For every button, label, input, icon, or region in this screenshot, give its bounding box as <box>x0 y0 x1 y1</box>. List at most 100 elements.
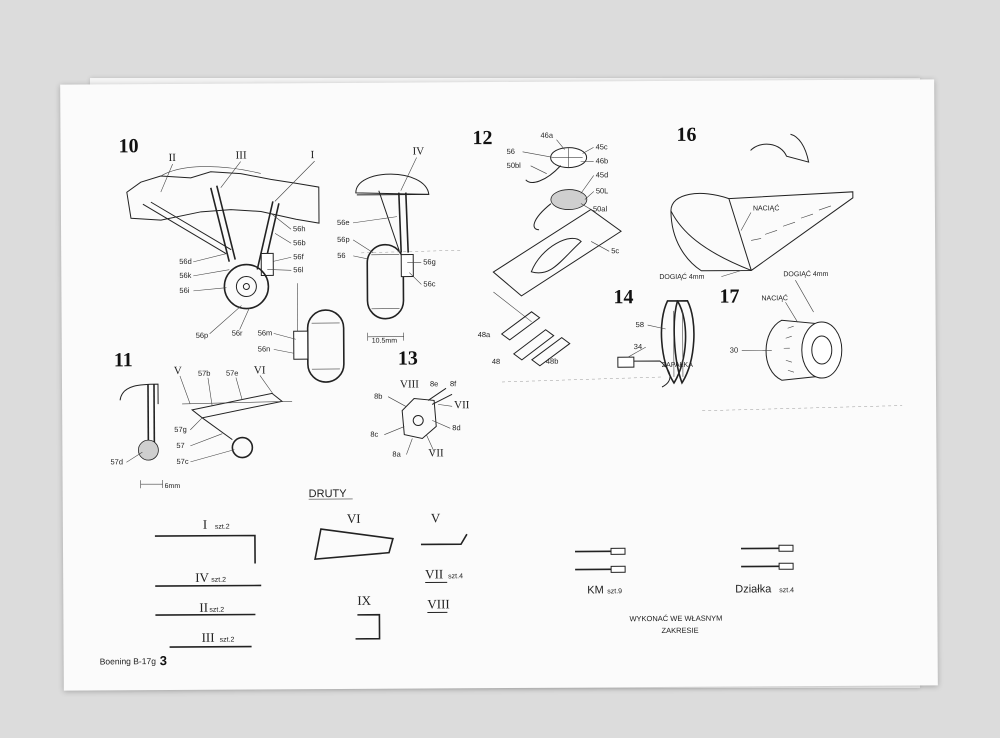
figure-16-number: 16 <box>676 124 696 146</box>
nacelle-top <box>160 166 261 177</box>
wire-III <box>169 645 252 648</box>
note-line-1: WYKONAĆ WE WŁASNYM <box>629 614 722 624</box>
label-I: I <box>311 149 315 161</box>
plate-edge <box>493 291 532 323</box>
label-6mm: 6mm <box>165 483 181 490</box>
figure-13-gear: IV 56e 56p 56 56g 56c 10.5mm <box>337 145 436 344</box>
label-II: II <box>169 152 177 164</box>
label-VIII-13: VIII <box>400 378 419 390</box>
label-48: 48 <box>492 357 500 366</box>
floor-plate <box>492 208 622 297</box>
label-34: 34 <box>634 342 642 351</box>
figure-17: 17 DOGIĄĆ 4mm NACIĄĆ 30 <box>719 269 843 381</box>
separate-wheel-tread <box>311 322 340 370</box>
label-8b: 8b <box>374 392 382 401</box>
label-5c: 5c <box>611 246 619 255</box>
dzialka-label: Działka <box>735 583 772 595</box>
dzialka-gun-2-body <box>778 562 794 570</box>
dzialka-gun-1-body <box>778 544 794 552</box>
figure-16: 16 NACIĄĆ DOGIĄĆ 4mm <box>659 124 854 281</box>
figure-11: 11 V 57b 57e VI 57g 57 57c 57d 6mm <box>110 349 293 490</box>
figure-13: 13 VIII 8e 8f 8b VII 8c 8d 8a VII <box>370 347 470 459</box>
label-50L: 50L <box>596 186 609 195</box>
label-57b: 57b <box>198 369 211 378</box>
nose-nacelle <box>355 173 430 195</box>
label-V-11: V <box>174 365 182 377</box>
fig11-leaders <box>126 375 275 463</box>
label-30: 30 <box>730 346 738 355</box>
wire-IV <box>155 584 262 587</box>
main-strut-left <box>210 187 231 262</box>
part-48 <box>512 329 555 361</box>
cowl-body <box>765 319 823 381</box>
floor-cutout <box>530 237 582 274</box>
tail-link <box>201 417 233 441</box>
label-57: 57 <box>176 441 184 450</box>
main-wheel <box>223 263 270 310</box>
seat-cushion <box>550 189 588 210</box>
fig13-leaders <box>384 396 453 455</box>
mount-arms <box>427 387 453 405</box>
figure-12: 12 46a 45c 46b 56 50bl 45d 50L 50al 5c 4… <box>472 127 622 367</box>
actuator <box>260 252 274 276</box>
iv-leader <box>400 157 417 191</box>
label-56b: 56b <box>293 238 306 247</box>
wire-I-qty: szt.2 <box>215 524 230 531</box>
wire-I-label: I <box>203 517 207 532</box>
footer-page: 3 <box>160 653 167 668</box>
label-8c: 8c <box>370 430 378 439</box>
instruction-sheet: 10 II III I 56h 56b 56f 56l 56d 56k <box>60 79 938 691</box>
wire-IV-label: IV <box>195 570 209 585</box>
label-56i: 56i <box>179 286 189 295</box>
label-dogiac-17: DOGIĄĆ 4mm <box>783 269 828 278</box>
label-56m: 56m <box>258 328 273 337</box>
footer: Boening B-17g 3 <box>100 653 167 668</box>
wires-section: DRUTY I szt.2 IV szt.2 II szt.2 III szt.… <box>154 488 468 648</box>
label-VII-13: VII <box>454 399 470 411</box>
cowl-front <box>801 321 843 379</box>
wire-I <box>154 534 256 564</box>
part-48b <box>531 336 571 367</box>
right-leaders <box>267 213 292 271</box>
seat-arm <box>525 165 562 183</box>
label-56e: 56e <box>337 218 350 227</box>
mount-pivot <box>412 414 424 426</box>
label-naciac-17: NACIĄĆ <box>761 293 788 302</box>
label-56p-2: 56p <box>337 235 350 244</box>
label-IV: IV <box>413 145 425 157</box>
figure-13-number: 13 <box>398 347 418 369</box>
wire-V <box>420 533 468 546</box>
wire-IV-qty: szt.2 <box>211 577 226 584</box>
label-56n: 56n <box>258 344 271 353</box>
label-III: III <box>236 150 247 162</box>
label-56p: 56p <box>196 331 209 340</box>
label-58: 58 <box>636 320 644 329</box>
tail-wheel <box>137 439 159 461</box>
wing-panel-fold <box>728 198 752 271</box>
figure-11-number: 11 <box>114 349 133 371</box>
wire-VII-qty: szt.4 <box>448 573 463 580</box>
wire-V-label: V <box>431 510 441 525</box>
label-56d: 56d <box>179 257 192 266</box>
km-qty: szt.9 <box>607 588 622 595</box>
label-naciac-16: NACIĄĆ <box>753 203 780 212</box>
fig14-leaders <box>627 324 666 358</box>
wire-III-qty: szt.2 <box>220 637 235 644</box>
main-strut-left-2 <box>216 185 237 260</box>
note-line-2: ZAKRESIE <box>661 626 698 635</box>
figure-17-number: 17 <box>719 286 739 308</box>
wire-VII-label: VII <box>425 566 443 581</box>
turret-cross <box>554 147 583 168</box>
label-zapalka: ZAPAŁKA <box>662 362 693 369</box>
label-57c: 57c <box>176 457 188 466</box>
wire-IX-label: IX <box>357 593 371 608</box>
label-8f: 8f <box>450 379 457 388</box>
label-46a: 46a <box>540 131 553 140</box>
instruction-drawings: 10 II III I 56h 56b 56f 56l 56d 56k <box>100 124 903 668</box>
dim-6mm <box>140 480 163 489</box>
label-45d: 45d <box>596 170 609 179</box>
wing-nacelle-outline <box>126 171 320 224</box>
mount-body <box>401 397 437 440</box>
label-45c: 45c <box>596 142 608 151</box>
left-leaders <box>193 253 230 292</box>
